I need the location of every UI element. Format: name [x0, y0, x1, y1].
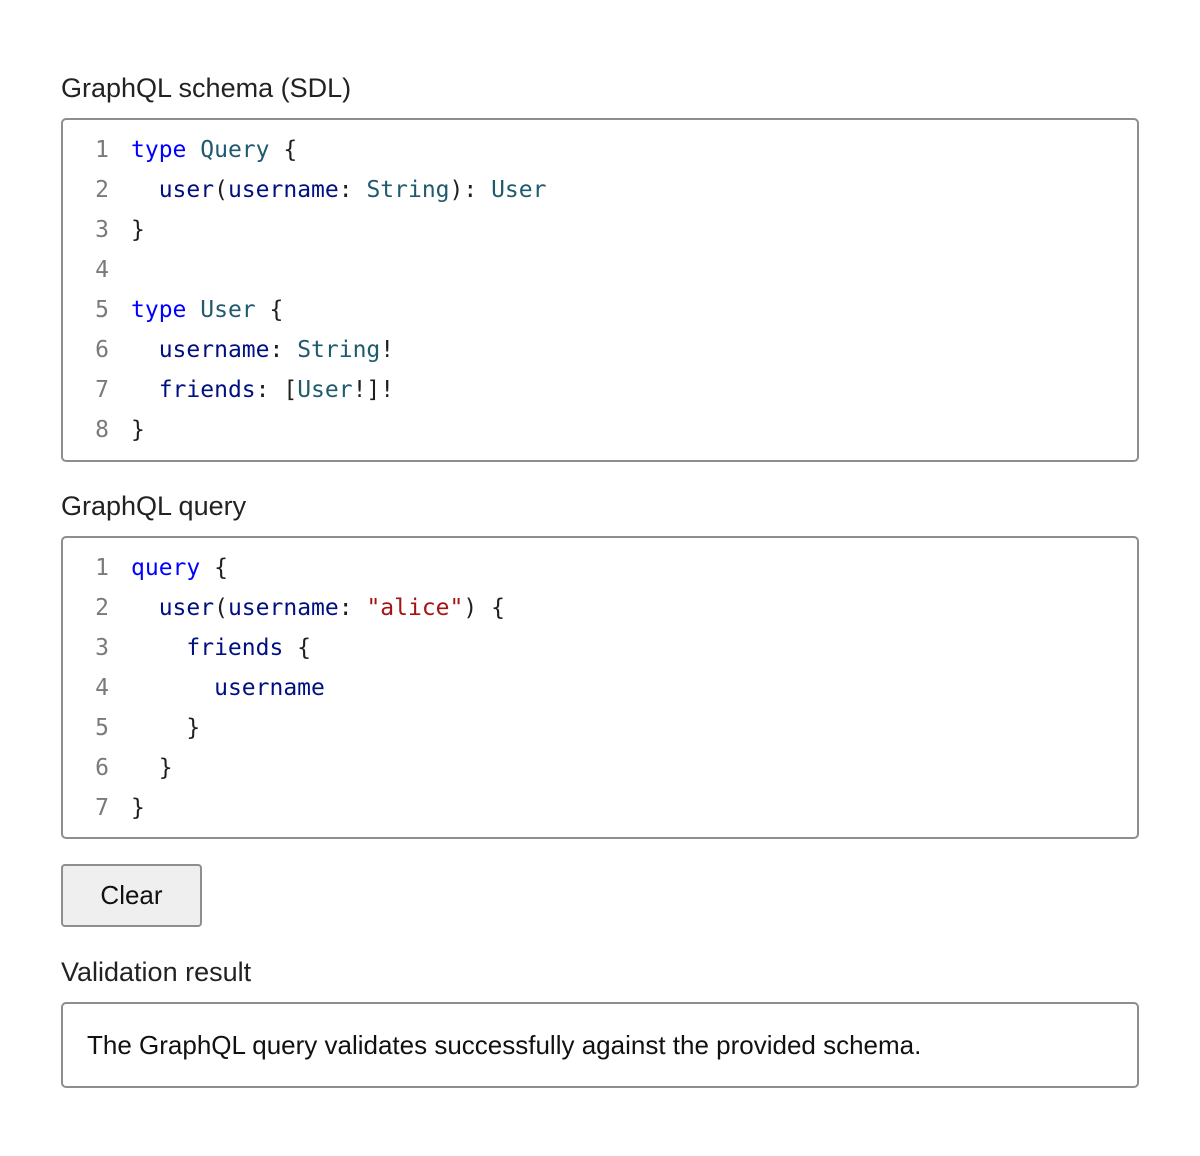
code-token: (: [214, 595, 228, 621]
code-text: }: [109, 217, 145, 243]
code-text: type Query {: [109, 137, 297, 163]
code-text: username: String!: [109, 337, 394, 363]
validation-result: The GraphQL query validates successfully…: [61, 1002, 1139, 1088]
code-token: User: [491, 177, 547, 203]
code-token: }: [131, 417, 145, 443]
code-token: [131, 377, 159, 403]
code-text: friends: [User!]!: [109, 377, 394, 403]
code-token: user: [158, 595, 215, 621]
query-line: 4 username: [63, 668, 1137, 708]
schema-line: 7 friends: [User!]!: [63, 370, 1137, 410]
line-number: 2: [95, 177, 109, 203]
code-token: friends: [158, 377, 256, 403]
code-token: }: [131, 715, 201, 741]
code-token: }: [131, 217, 145, 243]
code-token: User: [297, 377, 353, 403]
code-token: [186, 297, 200, 323]
code-text: }: [109, 755, 173, 781]
code-token: username: [158, 337, 270, 363]
code-token: type: [131, 297, 187, 323]
query-line: 7}: [63, 788, 1137, 828]
code-text: }: [109, 417, 145, 443]
code-token: (: [214, 177, 228, 203]
code-text: }: [109, 715, 200, 741]
schema-line: 2 user(username: String): User: [63, 170, 1137, 210]
line-number: 4: [95, 257, 109, 283]
code-token: "alice": [366, 595, 464, 621]
code-token: username: [214, 675, 325, 701]
line-number: 5: [95, 297, 109, 323]
clear-button[interactable]: Clear: [61, 864, 202, 927]
line-number: 6: [95, 755, 109, 781]
validation-result-text: The GraphQL query validates successfully…: [87, 1029, 922, 1060]
code-text: user(username: String): User: [109, 177, 547, 203]
line-number: 8: [95, 417, 109, 443]
code-token: user: [158, 177, 215, 203]
code-token: Query: [200, 137, 270, 163]
line-number: 1: [95, 137, 109, 163]
schema-line: 6 username: String!: [63, 330, 1137, 370]
code-text: query {: [109, 555, 228, 581]
code-token: {: [255, 297, 284, 323]
code-token: [131, 595, 159, 621]
code-token: [131, 635, 186, 661]
code-token: {: [283, 635, 312, 661]
code-text: user(username: "alice") {: [109, 595, 505, 621]
query-line: 3 friends {: [63, 628, 1137, 668]
line-number: 7: [95, 377, 109, 403]
query-line: 5 }: [63, 708, 1137, 748]
line-number: 3: [95, 635, 109, 661]
query-line: 6 }: [63, 748, 1137, 788]
code-token: [131, 177, 159, 203]
code-token: {: [200, 555, 228, 581]
code-token: query: [131, 555, 201, 581]
code-token: User: [200, 297, 256, 323]
code-token: {: [269, 137, 298, 163]
code-token: type: [131, 137, 187, 163]
code-token: friends: [186, 635, 284, 661]
code-token: [186, 137, 200, 163]
code-text: }: [109, 795, 145, 821]
schema-line: 4: [63, 250, 1137, 290]
line-number: 2: [95, 595, 109, 621]
line-number: 3: [95, 217, 109, 243]
result-label: Validation result: [61, 957, 252, 987]
line-number: 5: [95, 715, 109, 741]
code-token: !: [380, 337, 395, 363]
code-token: String: [366, 177, 450, 203]
code-token: [131, 675, 214, 701]
line-number: 1: [95, 555, 109, 581]
code-token: ):: [449, 177, 492, 203]
code-text: username: [109, 675, 325, 701]
code-token: }: [131, 795, 145, 821]
code-token: username: [227, 595, 339, 621]
code-token: :: [338, 177, 367, 203]
code-token: :: [338, 595, 367, 621]
line-number: 6: [95, 337, 109, 363]
query-label: GraphQL query: [61, 491, 247, 521]
schema-line: 3}: [63, 210, 1137, 250]
code-token: String: [297, 337, 381, 363]
query-line: 2 user(username: "alice") {: [63, 588, 1137, 628]
code-text: type User {: [109, 297, 283, 323]
schema-line: 8}: [63, 410, 1137, 450]
code-token: ) {: [463, 595, 505, 621]
code-token: username: [227, 177, 339, 203]
schema-label: GraphQL schema (SDL): [61, 73, 352, 103]
code-token: : [: [255, 377, 298, 403]
code-token: }: [131, 755, 173, 781]
line-number: 7: [95, 795, 109, 821]
code-token: :: [269, 337, 298, 363]
code-token: !]!: [352, 377, 395, 403]
code-text: friends {: [109, 635, 311, 661]
line-number: 4: [95, 675, 109, 701]
code-token: [131, 337, 159, 363]
